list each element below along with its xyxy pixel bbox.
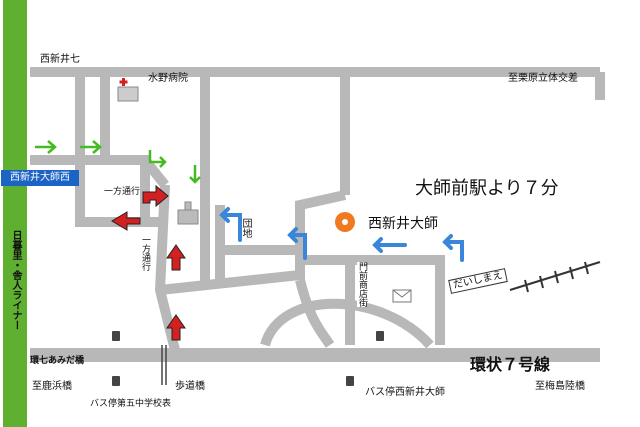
rail-bar bbox=[3, 0, 27, 427]
road-curve-2 bbox=[295, 278, 335, 348]
headline-access: 大師前駅より７分 bbox=[415, 178, 559, 199]
label-one-way-2: 一方通行 bbox=[140, 235, 150, 271]
label-hodokyo: 歩道橋 bbox=[175, 381, 205, 392]
post-office-icon bbox=[392, 289, 412, 303]
green-arrows bbox=[35, 140, 201, 184]
label-nana-amida: 環七あみだ橋 bbox=[30, 356, 85, 366]
pedestrian-bridge-icon bbox=[161, 345, 167, 385]
station-label-nishiarai-daishi-nishi: 西新井大師西 bbox=[1, 170, 79, 186]
label-bus-nishiarai-daishi: バス停西新井大師 bbox=[365, 387, 445, 398]
rail-track-right bbox=[509, 261, 601, 293]
temple-icon bbox=[335, 212, 355, 232]
label-mizuno-hospital: 水野病院 bbox=[148, 73, 188, 84]
label-to-shikahama: 至鹿浜橋 bbox=[32, 381, 72, 392]
label-to-umejima: 至梅島陸橋 bbox=[535, 381, 585, 392]
bus-stop-icons bbox=[112, 331, 384, 386]
label-bus-5th-jhs: バス停第五中学校表 bbox=[90, 399, 172, 409]
label-temple: 西新井大師 bbox=[368, 216, 438, 232]
red-arrows bbox=[111, 184, 186, 341]
school-icon bbox=[177, 201, 199, 225]
label-one-way-1: 一方通行 bbox=[104, 187, 141, 197]
label-nishiarai-7: 西新井七 bbox=[40, 54, 80, 65]
road-center bbox=[159, 190, 347, 295]
label-kanjo7: 環状７号線 bbox=[470, 355, 551, 374]
label-to-kurihara: 至栗原立体交差 bbox=[508, 73, 578, 84]
label-danchi: 団地 bbox=[240, 218, 251, 238]
road-diag bbox=[141, 156, 169, 189]
road-curve bbox=[260, 298, 434, 349]
label-monzen-shotengai: 門前商店街 bbox=[357, 262, 367, 307]
rail-line-label: 日暮里・舎人ライナー bbox=[10, 230, 21, 330]
hospital-icon bbox=[117, 78, 139, 102]
blue-arrows bbox=[219, 207, 464, 262]
